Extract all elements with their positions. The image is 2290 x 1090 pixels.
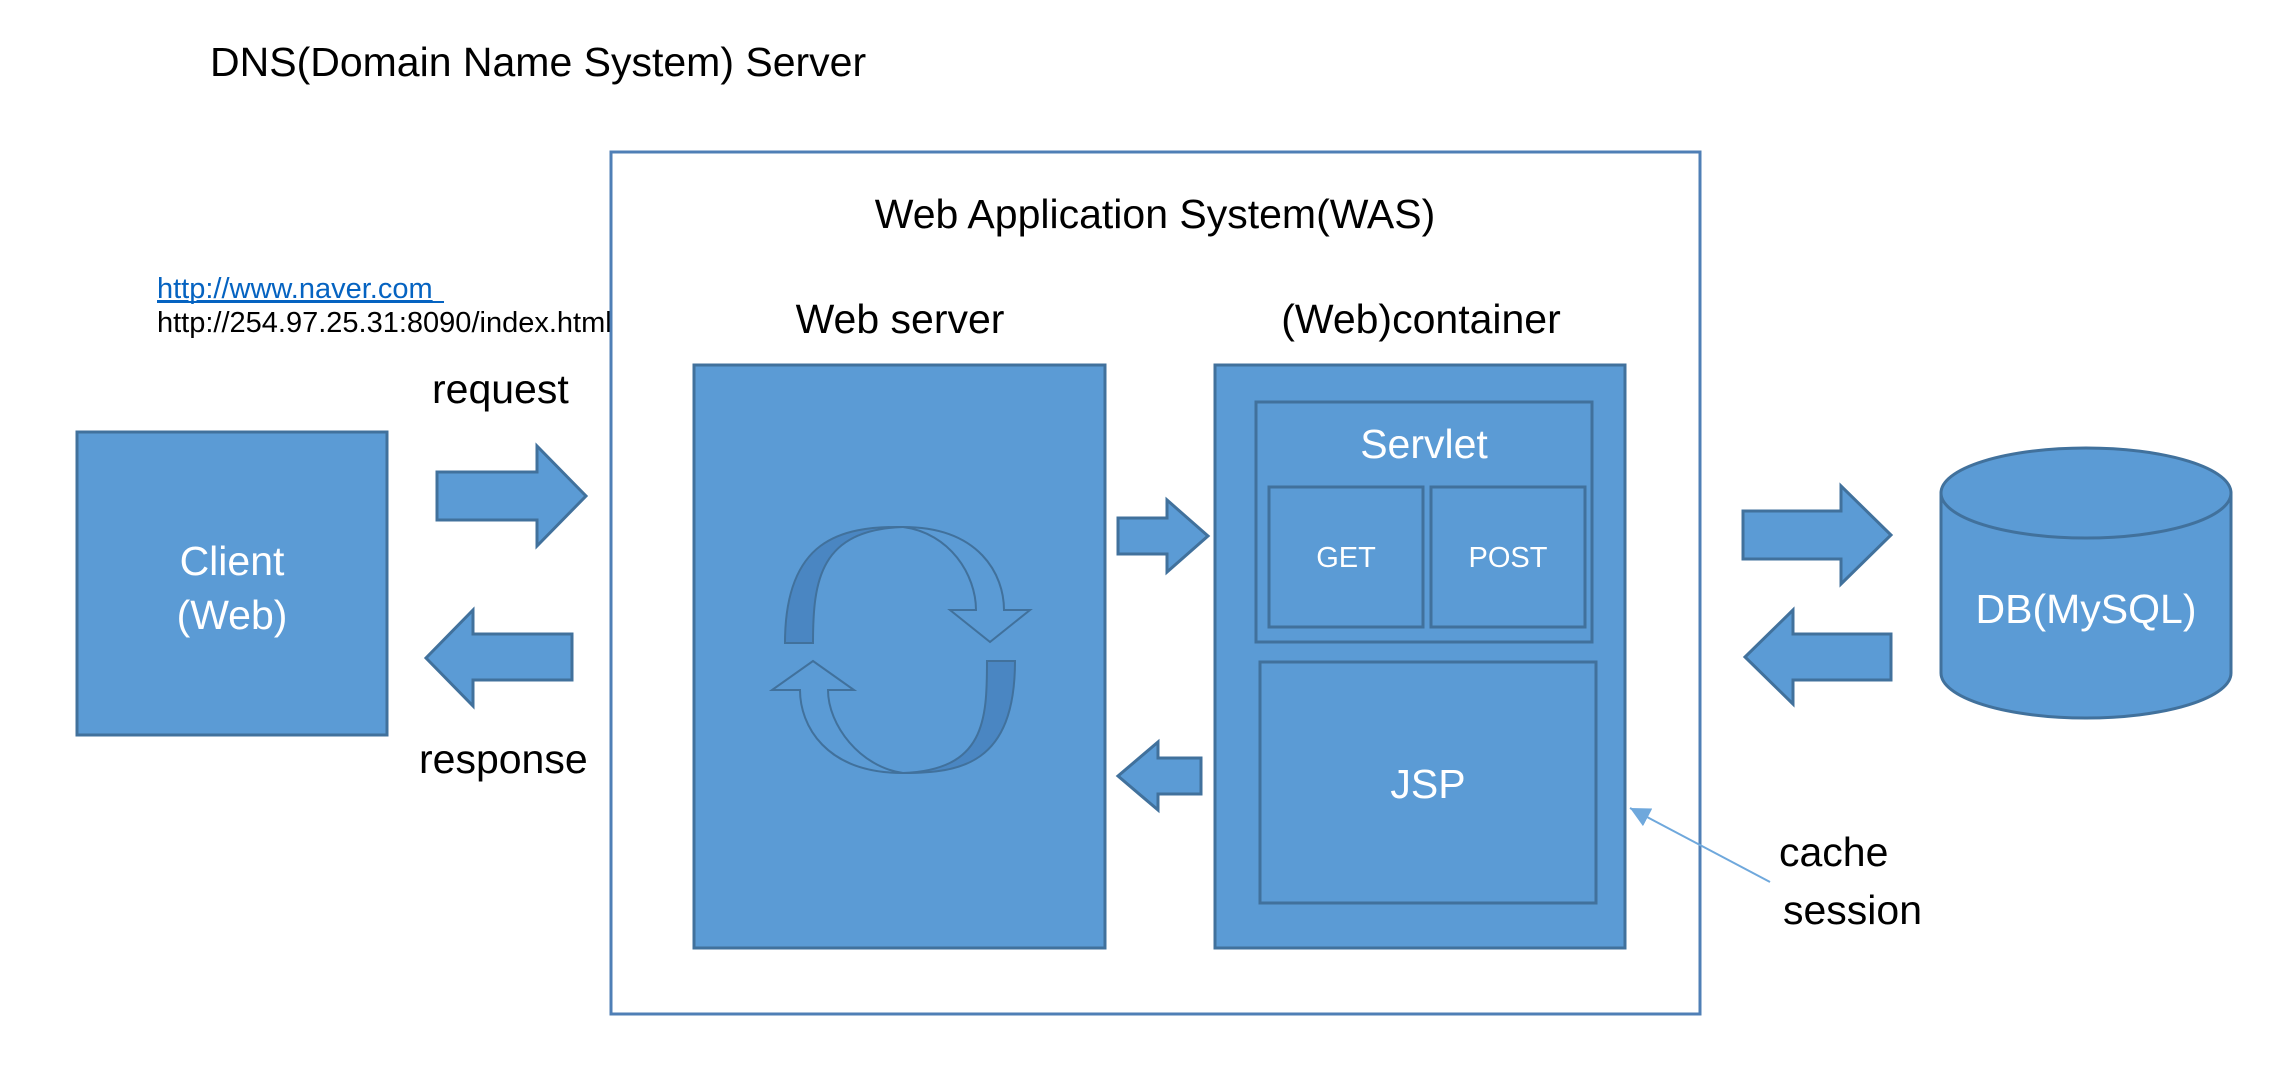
note-pointer-arrow <box>1629 807 1771 883</box>
db-label: DB(MySQL) <box>1976 586 2197 632</box>
jsp-box <box>1258 660 1598 905</box>
get-box <box>1267 485 1425 629</box>
post-box <box>1429 485 1587 629</box>
note-session-label: session <box>1783 887 1922 933</box>
web-server-label: Web server <box>796 296 1005 342</box>
servlet-label: Servlet <box>1360 421 1488 467</box>
db-to-was-arrow <box>1742 606 1893 708</box>
client-label-line1: Client <box>180 538 285 584</box>
server-to-container-arrow <box>1116 496 1211 576</box>
was-title: Web Application System(WAS) <box>875 191 1436 237</box>
domain-url-link[interactable]: http://www.naver.com <box>157 273 433 305</box>
response-label: response <box>419 736 588 782</box>
request-label: request <box>432 366 569 412</box>
cycle-arrows-icon <box>768 525 1033 774</box>
ip-url-text: http://254.97.25.31:8090/index.html <box>157 307 612 339</box>
response-arrow <box>423 606 574 710</box>
was-to-db-arrow <box>1741 482 1894 588</box>
page-title: DNS(Domain Name System) Server <box>210 39 866 85</box>
web-server-box <box>692 363 1107 950</box>
request-arrow <box>435 442 589 550</box>
note-cache-label: cache <box>1779 829 1888 875</box>
get-label: GET <box>1316 542 1376 574</box>
container-label: (Web)container <box>1281 296 1561 342</box>
client-box: Client (Web) <box>75 430 389 737</box>
post-label: POST <box>1469 542 1548 574</box>
database-cylinder-icon <box>1939 446 2233 720</box>
jsp-label: JSP <box>1390 761 1465 807</box>
container-to-server-arrow <box>1115 738 1203 814</box>
client-label-line2: (Web) <box>177 592 288 638</box>
